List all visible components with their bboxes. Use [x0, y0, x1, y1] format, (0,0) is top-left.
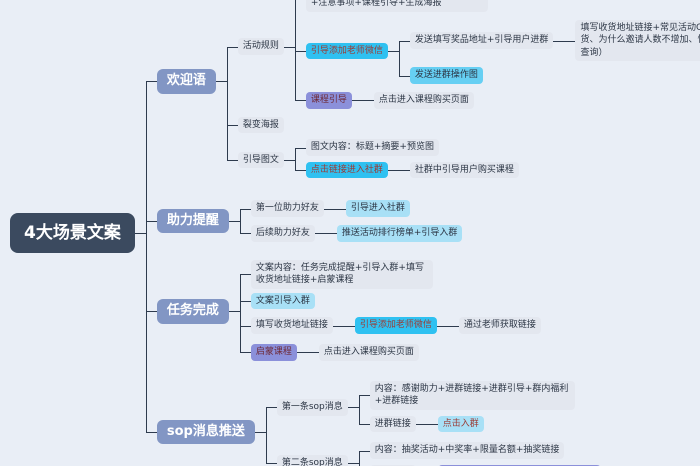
mindmap-node[interactable]: 后续助力好友 [250, 225, 315, 242]
mindmap-children-group: 第一条sop消息内容：感谢助力+进群链接+进群引导+群内福利+进群链接进群链接点… [254, 377, 601, 466]
mindmap-connector-row: 内容：抽奖活动+中奖率+限量名额+抽奖链接 [358, 440, 601, 461]
mindmap-connector-row: 启蒙课程 点击进入课程购买页面 [239, 339, 541, 365]
mindmap-connector-row: 引导添加老师微信 发送填写奖品地址+引导用户进群 填写收货地址链接+常见活动QA（何… [294, 13, 700, 89]
mindmap-node[interactable]: 填写收货地址链接+常见活动QA（何时发货、为什么邀请人数不增加、快递单号如何查询… [575, 19, 700, 62]
mindmap-connector-row: 通过老师获取链接 [447, 315, 541, 336]
mindmap-children-group: 点击进入抽奖活动图文，引导购买课程 [427, 463, 601, 466]
mindmap-connector-row: 第一条sop消息 内容：感谢助力+进群链接+进群引导+群内福利+进群链接进群链接 点… [265, 377, 601, 439]
mindmap-branch-node[interactable]: sop消息推送 [156, 419, 255, 445]
mindmap-connector-row: 引导图文 图文内容：标题+摘要+预览图点击链接进入社群 社群中引导用户购买课程 [226, 135, 700, 184]
mindmap-node[interactable]: 引导图文 [237, 151, 284, 169]
mindmap-connector-row: 点击进入抽奖活动图文，引导购买课程 [427, 463, 601, 466]
mindmap-connector-row: 内容：感谢助力+进群链接+进群引导+群内福利+进群链接 [358, 379, 575, 412]
mindmap-node[interactable]: 裂变海报 [237, 116, 284, 134]
mindmap-branch-node[interactable]: 任务完成 [156, 298, 229, 324]
mindmap-connector-row: 引导添加老师微信 通过老师获取链接 [343, 313, 541, 338]
mindmap-children-group: 点击进入课程购买页面 [351, 90, 474, 111]
mindmap-children-group: 欢迎语活动规则文案内容：活动简介+添加老师+领取规则+注意事项+课程引导+生成海… [134, 0, 700, 466]
mindmap-node[interactable]: 发送填写奖品地址+引导用户进群 [409, 32, 554, 49]
mindmap-node[interactable]: 发送进群操作图 [409, 67, 483, 85]
mindmap-connector-row: 文案引导入群 [239, 290, 541, 312]
mindmap-connector-row: 发送填写奖品地址+引导用户进群 填写收货地址链接+常见活动QA（何时发货、为什么邀… [398, 16, 700, 66]
mindmap-node[interactable]: 文案内容：任务完成提醒+引导入群+填写收货地址链接+启蒙课程 [250, 259, 433, 289]
mindmap-children-group: 社群中引导用户购买课程 [387, 160, 519, 181]
mindmap-node[interactable]: 第二条sop消息 [276, 454, 348, 466]
mindmap-connector-row: 点击入群 [426, 414, 484, 435]
mindmap-children-group: 活动规则文案内容：活动简介+添加老师+领取规则+注意事项+课程引导+生成海报引导… [215, 0, 700, 184]
mindmap-children-group: 图文内容：标题+摘要+预览图点击链接进入社群 社群中引导用户购买课程 [283, 137, 519, 183]
mindmap-node[interactable]: 抽奖链接 [369, 464, 416, 466]
mindmap-node[interactable]: 点击链接进入社群 [305, 161, 388, 179]
mindmap-connector-row: 文案内容：任务完成提醒+引导入群+填写收货地址链接+启蒙课程 [239, 258, 541, 291]
mindmap-node[interactable]: 文案内容：活动简介+添加老师+领取规则+注意事项+课程引导+生成海报 [305, 0, 488, 12]
mindmap-connector-row: 抽奖链接 点击进入抽奖活动图文，引导购买课程 [358, 460, 601, 466]
mindmap-connector-row: 任务完成文案内容：任务完成提醒+引导入群+填写收货地址链接+启蒙课程文案引导入群… [145, 251, 700, 371]
mindmap-node[interactable]: 活动规则 [237, 38, 284, 55]
mindmap-children-group: 发送填写奖品地址+引导用户进群 填写收货地址链接+常见活动QA（何时发货、为什么邀… [387, 16, 700, 86]
mindmap-branch-node[interactable]: 欢迎语 [156, 68, 216, 94]
mindmap-node[interactable]: 通过老师获取链接 [458, 317, 541, 334]
mindmap-connector-row: 图文内容：标题+摘要+预览图 [294, 137, 519, 158]
mindmap-children-group: 推送活动排行榜单+引导入群 [314, 223, 463, 244]
mindmap-connector-row: 点击链接进入社群 社群中引导用户购买课程 [294, 157, 519, 183]
mindmap-node[interactable]: 点击进入课程购买页面 [318, 343, 419, 361]
mindmap-connector-row: 裂变海报 [226, 114, 700, 136]
mindmap-node[interactable]: 第一位助力好友 [250, 200, 324, 217]
mindmap-connector-row: 引导进入社群 [334, 198, 410, 219]
mindmap-connector-row: 点击进入课程购买页面 [307, 342, 419, 363]
mindmap-connector-row: 活动规则文案内容：活动简介+添加老师+领取规则+注意事项+课程引导+生成海报引导… [226, 0, 700, 115]
mindmap-connector-row: 填写收货地址链接 引导添加老师微信 通过老师获取链接 [239, 311, 541, 340]
mindmap-connector-row: 进群链接 点击入群 [358, 411, 575, 437]
mindmap-root-node[interactable]: 4大场景文案 [10, 212, 135, 254]
mindmap-node[interactable]: 内容：抽奖活动+中奖率+限量名额+抽奖链接 [369, 442, 565, 459]
mindmap-node[interactable]: 引导添加老师微信 [305, 42, 388, 60]
mindmap-children-group: 文案内容：任务完成提醒+引导入群+填写收货地址链接+启蒙课程文案引导入群填写收货… [228, 258, 541, 365]
mindmap-node[interactable]: 推送活动排行榜单+引导入群 [336, 225, 463, 242]
mindmap-connector-row: 后续助力好友 推送活动排行榜单+引导入群 [239, 221, 463, 246]
mindmap-node[interactable]: 点击入群 [437, 415, 484, 433]
mindmap-node[interactable]: 点击进入抽奖活动图文，引导购买课程 [437, 464, 601, 466]
mindmap-branch-node[interactable]: 助力提醒 [156, 208, 229, 234]
mindmap-node[interactable]: 点击进入课程购买页面 [373, 92, 474, 109]
mindmap-connector-row: 文案内容：活动简介+添加老师+领取规则+注意事项+课程引导+生成海报 [294, 0, 700, 14]
mindmap-children-group: 引导添加老师微信 通过老师获取链接 [332, 313, 541, 338]
mindmap-node[interactable]: 文案引导入群 [250, 292, 315, 310]
mindmap-children-group: 引导进入社群 [323, 198, 410, 219]
mindmap-connector-row: 点击进入课程购买页面 [362, 90, 474, 111]
mindmap-connector-row: 推送活动排行榜单+引导入群 [325, 223, 463, 244]
mindmap-node[interactable]: 填写收货地址链接 [250, 317, 333, 334]
mindmap-children-group: 点击入群 [415, 414, 484, 435]
mindmap-connector-row: 欢迎语活动规则文案内容：活动简介+添加老师+领取规则+注意事项+课程引导+生成海… [145, 0, 700, 191]
mindmap-children-group: 第一位助力好友 引导进入社群后续助力好友 推送活动排行榜单+引导入群 [228, 196, 463, 246]
mindmap-node[interactable]: 课程引导 [305, 92, 352, 109]
mindmap-children-group: 文案内容：活动简介+添加老师+领取规则+注意事项+课程引导+生成海报引导添加老师… [283, 0, 700, 113]
mindmap-node[interactable]: 启蒙课程 [250, 343, 297, 361]
mindmap-connector-row: 发送进群操作图 [398, 65, 700, 86]
mindmap-connector-row: 社群中引导用户购买课程 [398, 160, 519, 181]
mindmap-connector-row: 填写收货地址链接+常见活动QA（何时发货、为什么邀请人数不增加、快递单号如何查询… [564, 18, 700, 64]
mindmap-node[interactable]: 内容：感谢助力+进群链接+进群引导+群内福利+进群链接 [369, 380, 575, 410]
mindmap-node[interactable]: 第一条sop消息 [276, 399, 348, 416]
mindmap-connector-row: 助力提醒 第一位助力好友 引导进入社群后续助力好友 推送活动排行榜单+引导入群 [145, 190, 700, 252]
mindmap-connector-row: 课程引导 点击进入课程购买页面 [294, 88, 700, 113]
mindmap-node[interactable]: 图文内容：标题+摘要+预览图 [305, 139, 439, 156]
mindmap-node[interactable]: 引导进入社群 [345, 200, 410, 217]
mindmap-children-group: 内容：感谢助力+进群链接+进群引导+群内福利+进群链接进群链接 点击入群 [347, 379, 575, 437]
mindmap-node[interactable]: 社群中引导用户购买课程 [409, 161, 519, 179]
mindmap-connector-row: 第一位助力好友 引导进入社群 [239, 196, 463, 221]
mindmap-children-group: 内容：抽奖活动+中奖率+限量名额+抽奖链接抽奖链接 点击进入抽奖活动图文，引导购买… [347, 440, 601, 466]
mindmap-children-group: 通过老师获取链接 [436, 315, 541, 336]
mindmap-connector-row: sop消息推送第一条sop消息内容：感谢助力+进群链接+进群引导+群内福利+进群… [145, 370, 700, 466]
mindmap-children-group: 点击进入课程购买页面 [296, 342, 419, 363]
mindmap-children-group: 填写收货地址链接+常见活动QA（何时发货、为什么邀请人数不增加、快递单号如何查询… [553, 18, 700, 64]
mindmap-connector-row: 第二条sop消息 内容：抽奖活动+中奖率+限量名额+抽奖链接抽奖链接 点击进入抽奖活… [265, 438, 601, 466]
mindmap-node[interactable]: 进群链接 [369, 415, 416, 433]
mindmap-node[interactable]: 引导添加老师微信 [354, 317, 437, 334]
